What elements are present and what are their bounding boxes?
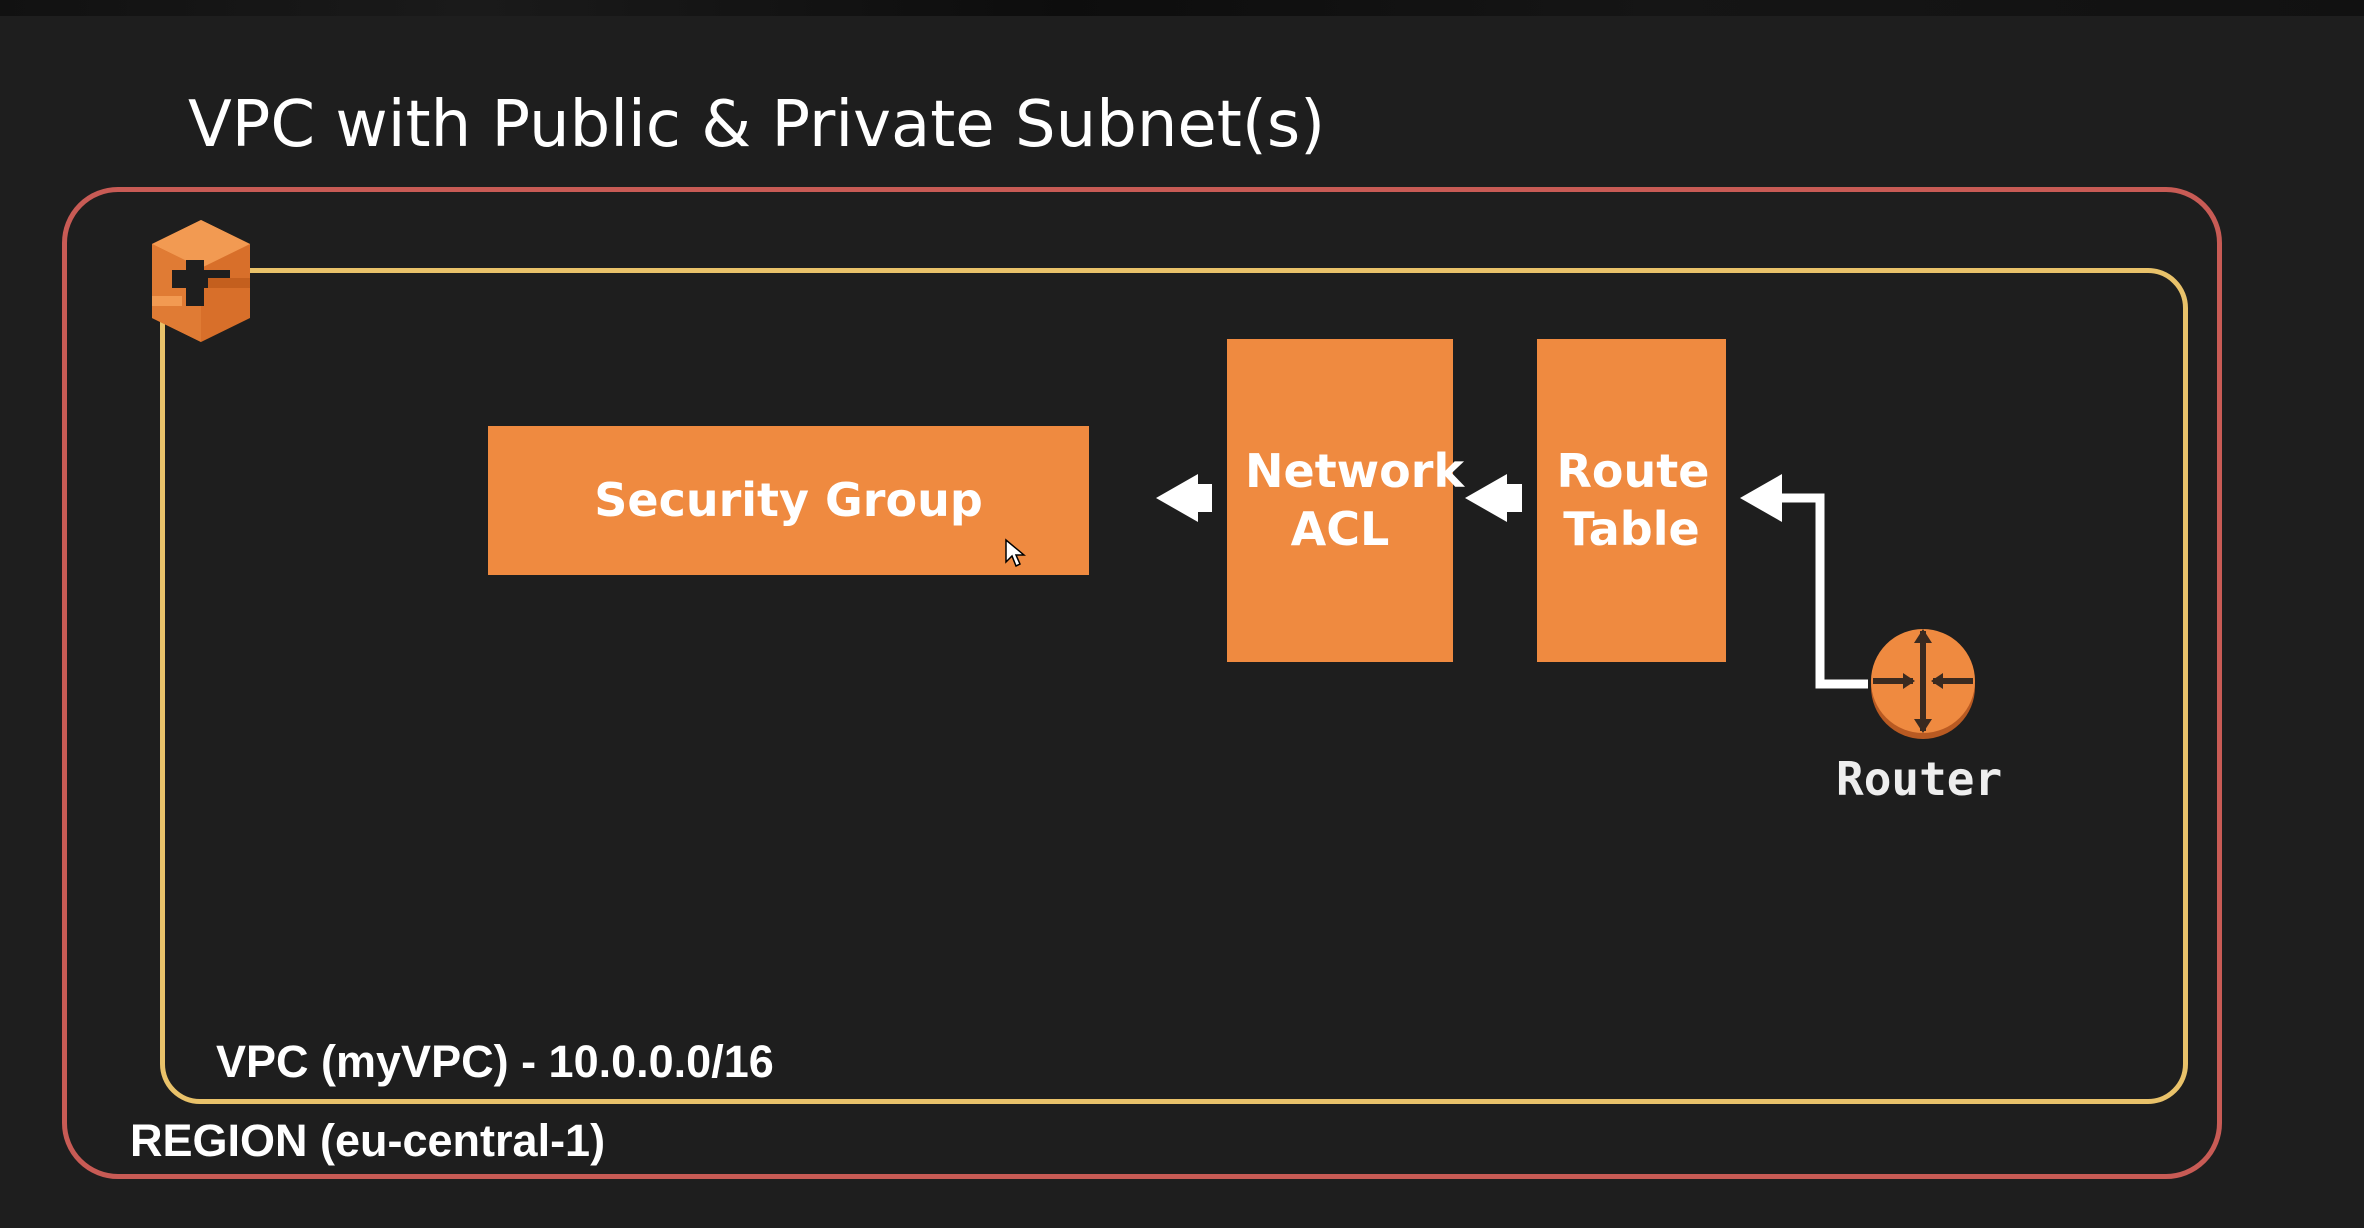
route-table-label: Route Table [1556, 444, 1710, 556]
router-label: Router [1836, 752, 2003, 806]
slide-title: VPC with Public & Private Subnet(s) [188, 88, 1326, 162]
vpc-label: VPC (myVPC) - 10.0.0.0/16 [216, 1036, 774, 1087]
network-acl-box: Network ACL [1227, 339, 1465, 662]
network-acl-label: Network ACL [1245, 444, 1465, 556]
route-table-box: Route Table [1537, 339, 1726, 662]
security-group-box: Security Group [488, 426, 1089, 575]
top-strip [0, 0, 2364, 16]
region-boundary [62, 187, 2222, 1179]
vpc-boundary [160, 268, 2188, 1104]
mouse-cursor-icon [1005, 538, 1026, 568]
aws-vpc-icon [152, 220, 250, 342]
region-label: REGION (eu-central-1) [130, 1115, 606, 1166]
